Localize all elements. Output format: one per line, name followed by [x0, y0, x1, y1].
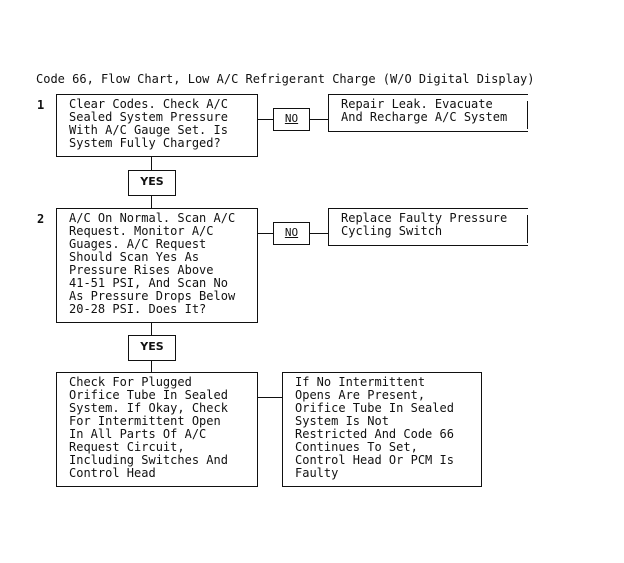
step-2-yes-connector-bottom: [151, 361, 152, 372]
final-connector: [258, 397, 282, 398]
step-2-no-connector-left: [258, 233, 273, 234]
step-1-yes-tag: YES: [128, 170, 176, 196]
step-2-yes-connector-top: [151, 323, 152, 335]
step-2-no-connector-right: [310, 233, 328, 234]
step-1-no-tag: NO: [273, 108, 310, 131]
step-1-no-connector-right: [310, 119, 328, 120]
step-2-yes-tag: YES: [128, 335, 176, 361]
step-1-question-box: Clear Codes. Check A/C Sealed System Pre…: [56, 94, 258, 157]
step-1-yes-connector-bottom: [151, 196, 152, 208]
step-2-number: 2: [37, 212, 45, 226]
step-2-question-box: A/C On Normal. Scan A/C Request. Monitor…: [56, 208, 258, 323]
step-2-no-action-box: Replace Faulty Pressure Cycling Switch: [328, 208, 528, 246]
chart-title: Code 66, Flow Chart, Low A/C Refrigerant…: [36, 72, 535, 86]
step-1-no-connector-left: [258, 119, 273, 120]
step-1-number: 1: [37, 98, 45, 112]
step-2-no-tag: NO: [273, 222, 310, 245]
final-result-box: If No Intermittent Opens Are Present, Or…: [282, 372, 482, 487]
final-check-box: Check For Plugged Orifice Tube In Sealed…: [56, 372, 258, 487]
step-1-no-action-box: Repair Leak. Evacuate And Recharge A/C S…: [328, 94, 528, 132]
step-1-yes-connector-top: [151, 157, 152, 170]
